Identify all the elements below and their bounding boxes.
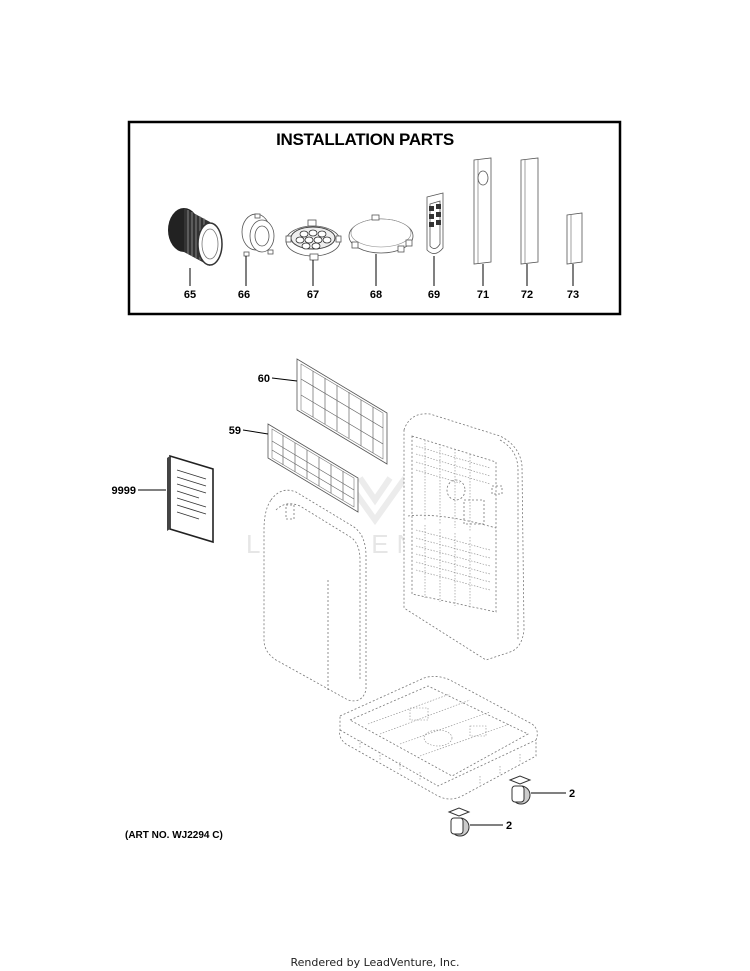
main-cabinet[interactable] — [403, 413, 525, 661]
base-tray[interactable] — [339, 676, 538, 800]
callout-65: 65 — [184, 289, 196, 301]
callout-2-upper: 2 — [569, 788, 575, 800]
leader-60 — [271, 377, 298, 382]
callout-66: 66 — [238, 289, 250, 301]
part-72-window-panel-extension[interactable] — [520, 157, 539, 286]
part-60-air-filter[interactable] — [271, 358, 388, 465]
callout-67: 67 — [307, 289, 319, 301]
part-59-filter[interactable] — [242, 423, 359, 513]
footer-credit: Rendered by LeadVenture, Inc. — [290, 956, 459, 969]
callout-71: 71 — [477, 289, 489, 301]
part-2-caster-upper[interactable] — [508, 775, 566, 805]
installation-parts-title: INSTALLATION PARTS — [276, 130, 454, 149]
callout-59: 59 — [229, 425, 241, 437]
installation-parts-frame — [127, 120, 622, 316]
part-65-exhaust-hose[interactable] — [168, 208, 223, 286]
callout-2-lower: 2 — [506, 820, 512, 832]
part-68-cover-plate[interactable] — [348, 214, 414, 286]
callout-68: 68 — [370, 289, 382, 301]
art-number: (ART NO. WJ2294 C) — [125, 830, 223, 841]
front-cover[interactable] — [263, 489, 367, 702]
callout-72: 72 — [521, 289, 533, 301]
callout-69: 69 — [428, 289, 440, 301]
part-69-remote-control[interactable] — [426, 192, 444, 286]
part-67-window-adapter[interactable] — [285, 219, 342, 286]
part-66-hose-adapter[interactable] — [241, 213, 275, 286]
leader-59 — [242, 429, 269, 435]
part-73-short-panel[interactable] — [566, 212, 583, 286]
installation-parts-panel: INSTALLATION PARTS 65 — [127, 120, 622, 316]
callout-9999: 9999 — [112, 485, 136, 497]
part-71-window-panel[interactable] — [473, 157, 492, 286]
part-9999-owners-manual[interactable] — [138, 454, 214, 544]
part-2-caster-lower[interactable] — [447, 807, 503, 837]
callout-73: 73 — [567, 289, 579, 301]
callout-60: 60 — [258, 373, 270, 385]
